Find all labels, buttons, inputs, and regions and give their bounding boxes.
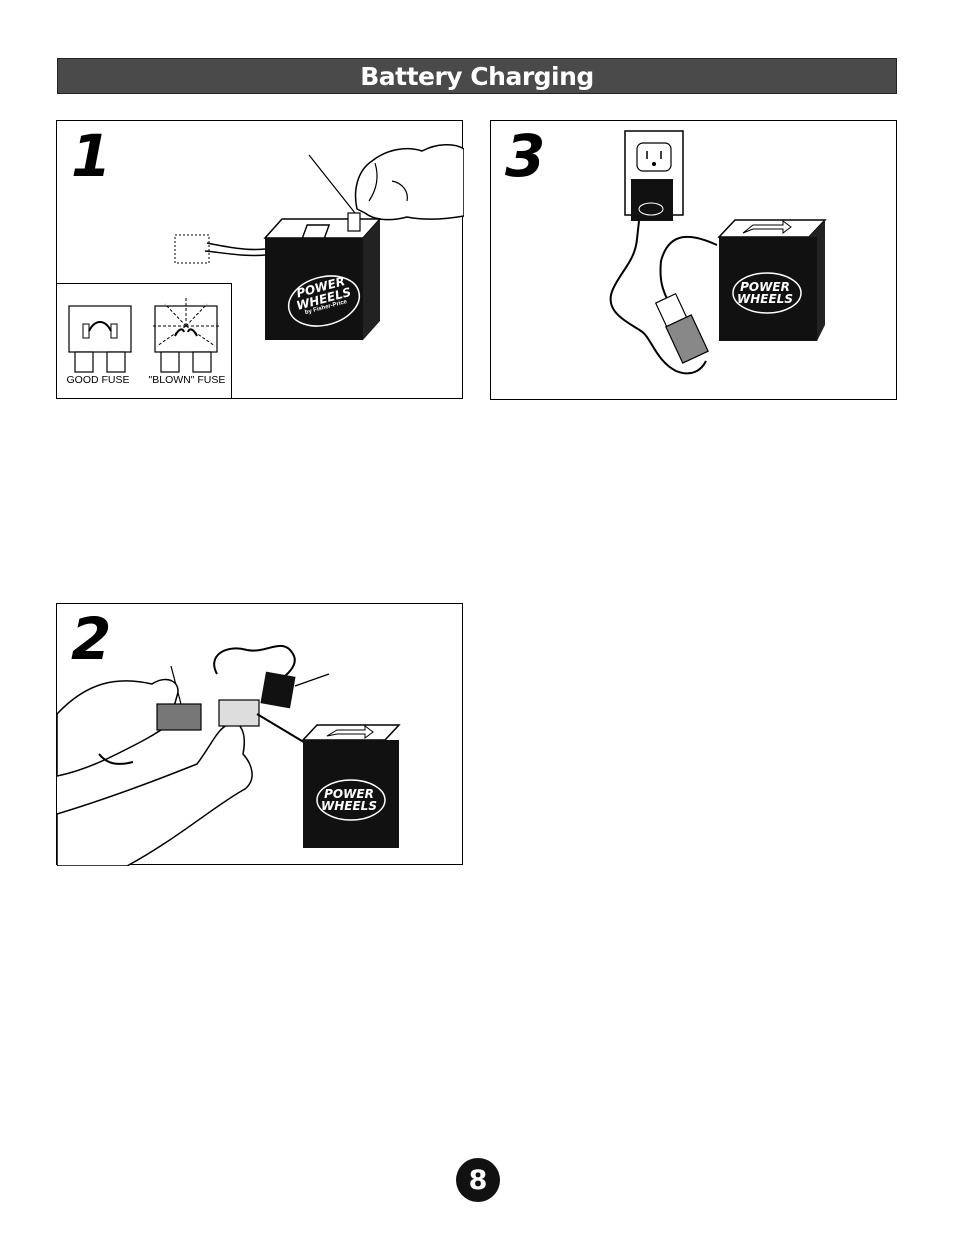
logo-line-1: POWER [740,280,790,294]
logo-line-2: WHEELS [737,292,793,306]
good-fuse-label: GOOD FUSE [66,374,130,386]
page-number-badge: 8 [456,1158,500,1202]
step-2-battery-logo: POWER WHEELS [321,788,377,812]
step-3-number: 3 [505,122,546,190]
step-1-number: 1 [71,122,112,190]
logo-line-1: POWER [324,787,374,801]
step-1-panel: 1 POWER WHEELS by Fisher-Price [55,120,464,399]
step-2-number: 2 [71,605,112,673]
blown-fuse-label: "BLOWN" FUSE [148,374,226,386]
step-3-panel: 3 POWER WHEELS [490,120,897,400]
fuse-comparison-inset: GOOD FUSE "BLOWN" FUSE [55,283,232,399]
step-3-battery-logo: POWER WHEELS [737,281,793,305]
step-3-illustration [609,130,827,375]
step-2-panel: 2 POWER WHEELS [56,603,463,866]
page-title: Battery Charging [360,61,594,91]
step-2-illustration [57,644,401,866]
page-number: 8 [468,1164,488,1196]
logo-line-2: WHEELS [321,799,377,813]
fuse-diagram [67,298,221,373]
page-title-bar: Battery Charging [57,58,897,94]
step-1-illustration [174,144,464,340]
